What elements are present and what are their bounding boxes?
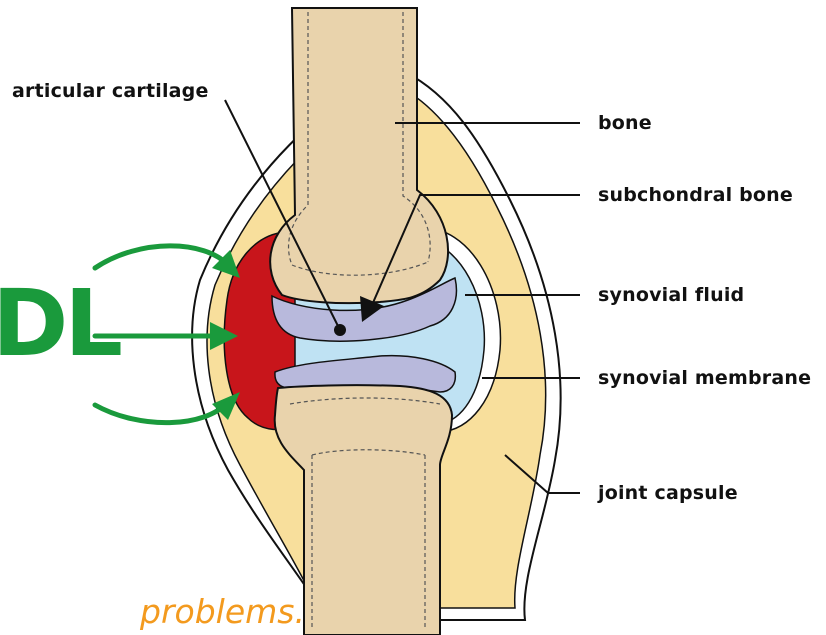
cropped-tagline-text: problems. [140,592,305,632]
articular-cartilage-dot [334,324,346,336]
label-synovial-membrane: synovial membrane [598,367,811,389]
label-synovial-fluid: synovial fluid [598,284,744,306]
label-bone: bone [598,112,652,134]
label-joint-capsule: joint capsule [598,482,738,504]
label-subchondral-bone: subchondral bone [598,184,793,206]
cropped-heading-text: DL [0,278,119,370]
label-articular-cartilage: articular cartilage [12,80,209,102]
